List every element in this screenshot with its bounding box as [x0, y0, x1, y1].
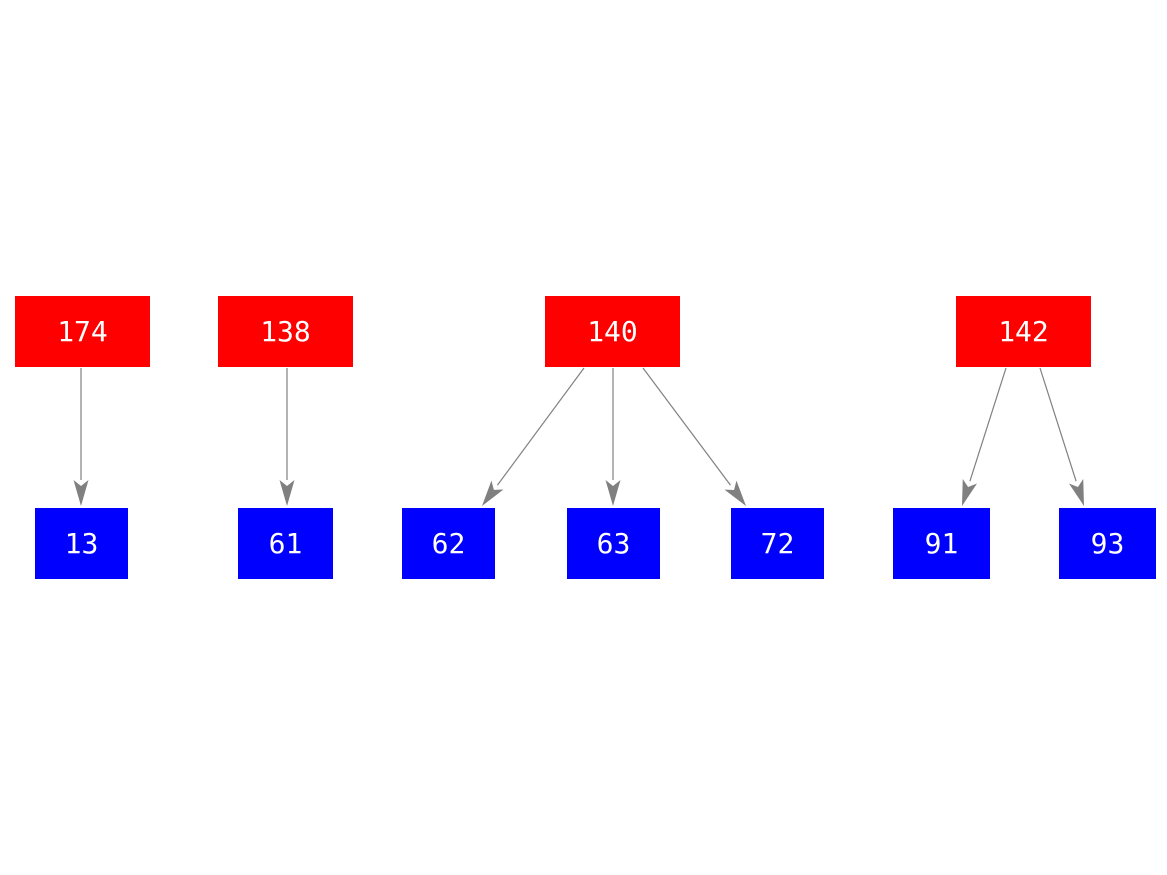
- graph-node-91[interactable]: 91: [893, 508, 990, 579]
- graph-edge: [1039, 367, 1084, 506]
- graph-edge: [642, 367, 746, 506]
- graph-edge: [73, 368, 89, 506]
- graph-node-label: 91: [924, 526, 959, 560]
- graph-node-label: 72: [760, 526, 795, 560]
- graph-node-label: 61: [268, 526, 303, 560]
- graph-node-61[interactable]: 61: [238, 508, 333, 579]
- graph-node-174[interactable]: 174: [15, 296, 150, 367]
- graph-node-label: 93: [1090, 526, 1125, 560]
- graph-node-142[interactable]: 142: [956, 296, 1091, 367]
- graph-node-140[interactable]: 140: [545, 296, 680, 367]
- graph-node-63[interactable]: 63: [567, 508, 660, 579]
- edge-line: [496, 367, 585, 486]
- graph-node-label: 63: [596, 526, 631, 560]
- graph-node-138[interactable]: 138: [218, 296, 353, 367]
- graph-node-13[interactable]: 13: [35, 508, 128, 579]
- edge-arrowhead-icon: [73, 480, 89, 506]
- graph-node-72[interactable]: 72: [731, 508, 824, 579]
- graph-edge: [482, 367, 585, 506]
- edge-line: [969, 367, 1007, 482]
- graph-node-label: 62: [431, 526, 466, 560]
- graph-node-62[interactable]: 62: [402, 508, 495, 579]
- edge-line: [1039, 367, 1077, 482]
- graph-node-label: 174: [57, 314, 108, 348]
- edge-line: [642, 367, 731, 486]
- edge-arrowhead-icon: [724, 480, 746, 506]
- edge-arrowhead-icon: [279, 480, 295, 506]
- graph-edge: [962, 367, 1007, 506]
- graph-node-label: 138: [260, 314, 311, 348]
- edge-arrowhead-icon: [482, 480, 504, 506]
- graph-node-93[interactable]: 93: [1059, 508, 1156, 579]
- graph-edge: [279, 368, 295, 506]
- graph-node-label: 142: [998, 314, 1049, 348]
- graph-edge: [605, 368, 621, 506]
- edge-arrowhead-icon: [1068, 478, 1084, 506]
- edge-arrowhead-icon: [962, 478, 978, 506]
- edge-arrowhead-icon: [605, 480, 621, 506]
- graph-node-label: 13: [64, 526, 99, 560]
- graph-node-label: 140: [587, 314, 638, 348]
